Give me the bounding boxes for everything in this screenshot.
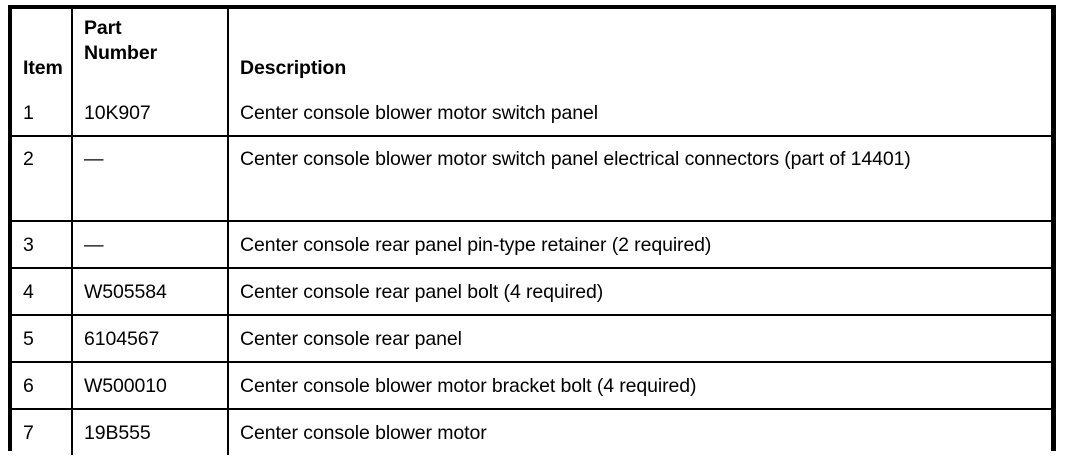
table-header: Item Part Number Description bbox=[12, 9, 1051, 90]
cell-part-number: 6104567 bbox=[72, 315, 229, 363]
cell-part-number: 19B555 bbox=[72, 409, 229, 455]
table-row: 7 19B555 Center console blower motor bbox=[12, 409, 1051, 455]
column-header-part-number: Part Number bbox=[72, 9, 229, 90]
table-body: 1 10K907 Center console blower motor swi… bbox=[12, 90, 1051, 455]
cell-description: Center console rear panel bolt (4 requir… bbox=[228, 268, 1051, 316]
cell-part-number: — bbox=[72, 136, 229, 222]
cell-item: 7 bbox=[12, 409, 73, 455]
cell-item: 2 bbox=[12, 136, 73, 222]
table-row: 1 10K907 Center console blower motor swi… bbox=[12, 90, 1051, 137]
cell-description: Center console blower motor bbox=[240, 421, 487, 444]
cell-item: 5 bbox=[12, 315, 73, 363]
cell-item: 6 bbox=[12, 362, 73, 410]
cell-description: Center console rear panel bbox=[228, 315, 1051, 363]
cell-description: Center console rear panel pin-type retai… bbox=[228, 221, 1051, 269]
table-header-row: Item Part Number Description bbox=[12, 9, 1051, 90]
cell-description: Center console blower motor bracket bolt… bbox=[228, 362, 1051, 410]
table-row: 6 W500010 Center console blower motor br… bbox=[12, 362, 1051, 410]
parts-table-frame: Item Part Number Description 1 10K907 Ce… bbox=[8, 5, 1056, 455]
cell-part-number: — bbox=[72, 221, 229, 269]
cell-part-number: 10K907 bbox=[72, 90, 229, 137]
cell-part-number: W500010 bbox=[72, 362, 229, 410]
column-header-item: Item bbox=[12, 9, 73, 90]
table-row: 5 6104567 Center console rear panel bbox=[12, 315, 1051, 363]
cell-item: 1 bbox=[12, 90, 73, 137]
table-row: 2 — Center console blower motor switch p… bbox=[12, 136, 1051, 222]
cell-item: 4 bbox=[12, 268, 73, 316]
cell-description: Center console blower motor switch panel bbox=[228, 90, 1051, 137]
table-row: 3 — Center console rear panel pin-type r… bbox=[12, 221, 1051, 269]
cell-part-number: W505584 bbox=[72, 268, 229, 316]
table-row: 4 W505584 Center console rear panel bolt… bbox=[12, 268, 1051, 316]
cell-item: 3 bbox=[12, 221, 73, 269]
column-header-description: Description bbox=[240, 57, 347, 79]
cell-description: Center console blower motor switch panel… bbox=[228, 136, 1051, 222]
parts-table: Item Part Number Description 1 10K907 Ce… bbox=[12, 9, 1051, 455]
